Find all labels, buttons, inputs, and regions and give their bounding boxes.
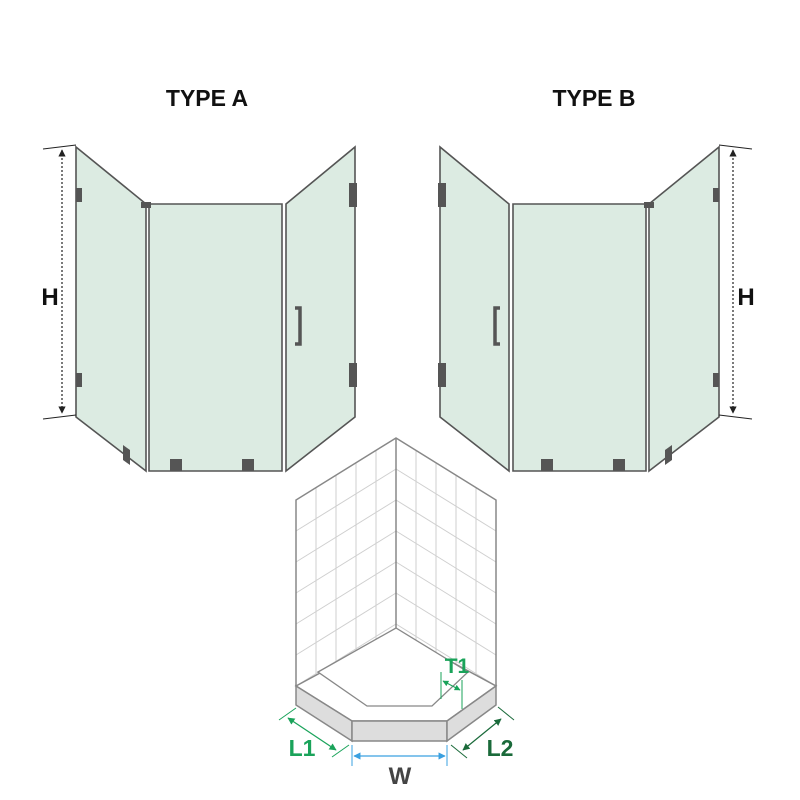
tile-grout-line <box>395 592 497 656</box>
l1-label: L1 <box>289 735 316 761</box>
l2-dimension-line <box>462 718 502 751</box>
tile-grout-line <box>295 468 397 532</box>
t1-label: T1 <box>445 655 470 678</box>
tile-grout-line <box>395 561 497 625</box>
tile-grout-line <box>295 530 397 594</box>
tray-front <box>351 720 448 742</box>
type-a-height-label: H <box>41 284 58 311</box>
tile-grout-line <box>395 530 497 594</box>
w-label: W <box>389 763 412 790</box>
tile-grout-line <box>295 592 397 656</box>
tile-grout-line <box>295 561 397 625</box>
l2-label: L2 <box>487 735 514 761</box>
type-a-enclosure: TYPE A H <box>41 85 357 471</box>
l1-dimension-line <box>287 717 337 751</box>
tile-grout-line <box>295 499 397 563</box>
type-b-height-label: H <box>737 284 754 311</box>
type-b-title: TYPE B <box>552 85 635 111</box>
tile-grout-line <box>295 623 397 687</box>
type-a-title: TYPE A <box>166 85 248 111</box>
tile-grout-line <box>395 499 497 563</box>
t1-dimension-line <box>442 680 461 691</box>
tile-grout-line <box>395 468 497 532</box>
shower-base-diagram: L1 L2 W T1 <box>278 437 515 790</box>
tray-side-right <box>446 684 497 743</box>
type-b-enclosure: TYPE B H <box>438 85 755 471</box>
tile-grout-line <box>395 623 497 687</box>
